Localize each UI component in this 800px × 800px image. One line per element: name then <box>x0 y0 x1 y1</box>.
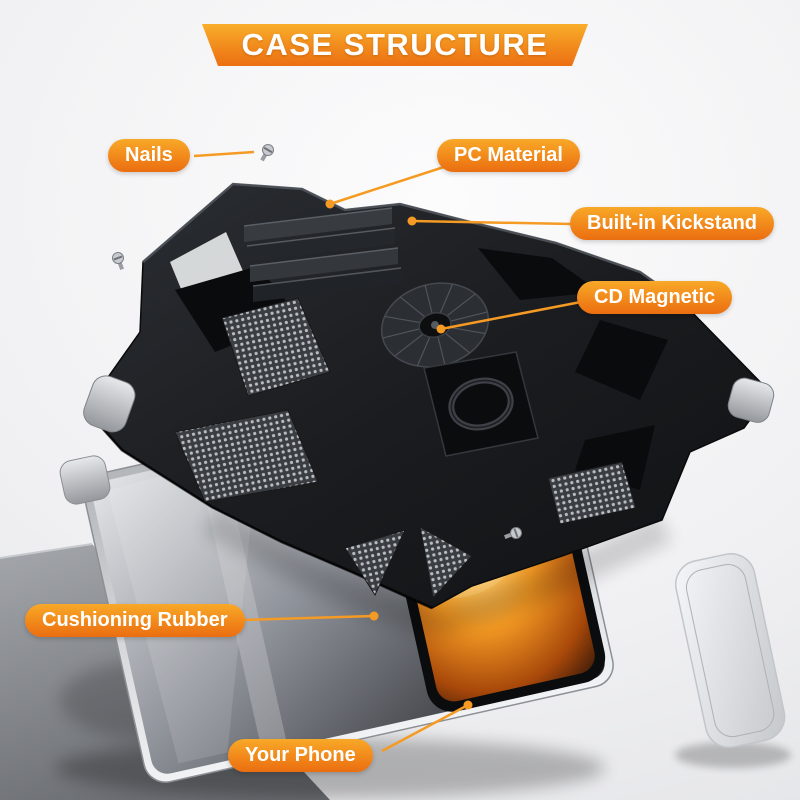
corner-bumper-right <box>675 553 786 749</box>
kickstand <box>243 207 402 302</box>
callout-line-kickstand <box>407 216 573 226</box>
screw-icon <box>260 144 274 162</box>
case-shadow <box>202 506 672 636</box>
screw-icon <box>504 527 522 539</box>
title-ribbon: CASE STRUCTURE <box>202 24 588 66</box>
mesh-patch <box>344 529 406 597</box>
callout-pill-nails: Nails <box>108 139 190 172</box>
mesh-patch <box>221 297 331 397</box>
mesh-patch <box>547 461 637 525</box>
callout-line-pc-material <box>325 164 448 209</box>
ring-holder <box>423 351 539 457</box>
corner-bumper-case-left <box>83 375 136 433</box>
case-cutout <box>575 320 668 400</box>
callout-pill-cd-magnetic: CD Magnetic <box>577 281 733 314</box>
callout-pill-your-phone: Your Phone <box>228 739 373 772</box>
callout-line-nails <box>193 150 255 158</box>
callout-lines <box>193 150 587 753</box>
callout-line-cushioning <box>241 611 379 622</box>
mesh-patch <box>419 526 473 600</box>
callout-line-your-phone <box>381 700 473 753</box>
corner-bumper-case-right <box>727 377 775 423</box>
page-title: CASE STRUCTURE <box>241 27 549 62</box>
callout-pill-cushioning: Cushioning Rubber <box>25 604 245 637</box>
callout-pill-pc-material: PC Material <box>437 139 580 172</box>
corner-bumper-left-small <box>59 455 111 505</box>
screw-icon <box>112 252 124 270</box>
mesh-patch <box>174 409 319 503</box>
callout-pill-kickstand: Built-in Kickstand <box>570 207 775 240</box>
callout-line-cd-magnetic <box>436 299 587 334</box>
case-cutout <box>478 248 600 300</box>
